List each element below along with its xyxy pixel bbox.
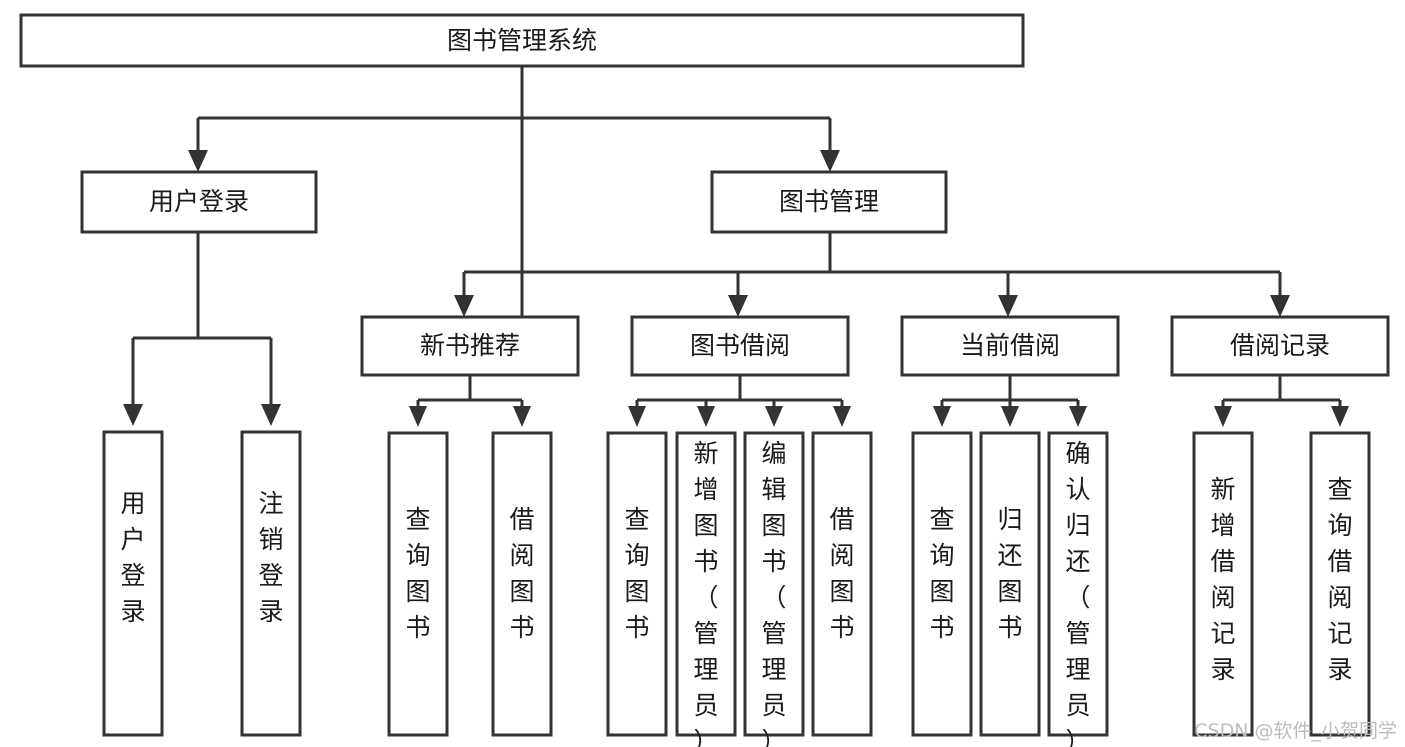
leaf-book-borrow-1[interactable]: 查询图书 xyxy=(606,431,668,737)
csdn-watermark: CSDN @软件_小贺同学 xyxy=(1194,720,1397,742)
arrow-icon-ul-leaf1 xyxy=(123,404,143,426)
leaf-new-book-2[interactable]: 借阅图书 xyxy=(491,431,553,737)
leaf-current-borrow-1-box[interactable] xyxy=(911,431,973,737)
arrow-icon-c3-leaf1 xyxy=(933,406,951,427)
node-book-management[interactable]: 图书管理 xyxy=(710,170,948,234)
leaf-book-borrow-2-box[interactable] xyxy=(675,431,737,737)
node-root[interactable]: 图书管理系统 xyxy=(19,13,1025,68)
leaf-new-book-1-label: 查询图书 xyxy=(405,505,430,642)
node-book-borrow[interactable]: 图书借阅 xyxy=(630,315,850,377)
leaf-book-borrow-4-label: 借阅图书 xyxy=(829,505,854,642)
leaf-new-book-1[interactable]: 查询图书 xyxy=(387,431,449,737)
node-current-borrow-box[interactable] xyxy=(900,315,1120,377)
node-new-book-recommend-label: 新书推荐 xyxy=(420,331,520,360)
leaf-book-borrow-2[interactable]: 新增图书（管理员） xyxy=(675,431,737,747)
arrow-icon-c2-leaf2 xyxy=(697,406,715,427)
arrow-icon-c1-leaf1 xyxy=(409,406,427,427)
arrow-icon-c2-leaf1 xyxy=(628,406,646,427)
arrow-icon-c3-leaf3 xyxy=(1069,406,1087,427)
leaf-current-borrow-3[interactable]: 确认归还（管理员） xyxy=(1047,431,1109,747)
leaf-user-login-1-label: 用户登录 xyxy=(120,489,145,626)
leaf-current-borrow-2-label: 归还图书 xyxy=(997,505,1022,642)
leaf-new-book-1-box[interactable] xyxy=(387,431,449,737)
leaf-borrow-record-1-label: 新增借阅记录 xyxy=(1210,475,1235,684)
node-user-login-label: 用户登录 xyxy=(149,187,249,216)
arrow-icon-c2 xyxy=(728,295,748,317)
node-book-borrow-box[interactable] xyxy=(630,315,850,377)
leaf-book-borrow-3-box[interactable] xyxy=(743,431,805,737)
node-borrow-record-box[interactable] xyxy=(1170,315,1390,377)
leaf-current-borrow-1[interactable]: 查询图书 xyxy=(911,431,973,737)
leaf-book-borrow-3-label: 编辑图书（管理员） xyxy=(761,439,786,747)
node-book-borrow-label: 图书借阅 xyxy=(690,331,790,360)
arrow-icon-ul-leaf2 xyxy=(261,404,281,426)
arrow-icon-c2-leaf4 xyxy=(833,406,851,427)
leaf-book-borrow-4-box[interactable] xyxy=(811,431,873,737)
leaf-user-login-2[interactable]: 注销登录 xyxy=(240,430,302,737)
arrow-icon-c1 xyxy=(454,295,474,317)
arrow-icon-c1-leaf2 xyxy=(513,406,531,427)
leaf-new-book-2-label: 借阅图书 xyxy=(509,505,534,642)
arrow-icon-c3-leaf2 xyxy=(1001,406,1019,427)
leaf-new-book-2-box[interactable] xyxy=(491,431,553,737)
arrow-icon-c4-leaf1 xyxy=(1214,406,1232,427)
leaf-borrow-record-2[interactable]: 查询借阅记录 xyxy=(1309,431,1371,737)
leaf-current-borrow-2-box[interactable] xyxy=(979,431,1041,737)
leaf-user-login-1[interactable]: 用户登录 xyxy=(102,430,164,737)
leaf-borrow-record-1-box[interactable] xyxy=(1192,431,1254,737)
node-new-book-recommend-box[interactable] xyxy=(360,315,580,377)
leaf-current-borrow-1-label: 查询图书 xyxy=(929,505,954,642)
leaf-book-borrow-1-label: 查询图书 xyxy=(624,505,649,642)
node-new-book-recommend[interactable]: 新书推荐 xyxy=(360,315,580,377)
arrow-icon-c4-leaf2 xyxy=(1331,406,1349,427)
node-book-management-label: 图书管理 xyxy=(779,187,879,216)
leaf-book-borrow-2-label: 新增图书（管理员） xyxy=(693,439,718,747)
leaf-user-login-1-box[interactable] xyxy=(102,430,164,737)
arrow-icon-bookmgmt xyxy=(820,150,840,172)
arrow-icon-userlogin xyxy=(188,150,208,172)
arrow-icon-c3 xyxy=(998,295,1018,317)
leaf-book-borrow-4[interactable]: 借阅图书 xyxy=(811,431,873,737)
leaf-borrow-record-1[interactable]: 新增借阅记录 xyxy=(1192,431,1254,737)
arrowheads xyxy=(123,150,1349,427)
node-borrow-record[interactable]: 借阅记录 xyxy=(1170,315,1390,377)
leaf-borrow-record-2-box[interactable] xyxy=(1309,431,1371,737)
leaf-book-borrow-1-box[interactable] xyxy=(606,431,668,737)
leaf-user-login-2-label: 注销登录 xyxy=(258,489,283,626)
node-current-borrow[interactable]: 当前借阅 xyxy=(900,315,1120,377)
leaf-borrow-record-2-label: 查询借阅记录 xyxy=(1327,475,1352,684)
node-user-login-box[interactable] xyxy=(80,170,318,234)
leaf-current-borrow-3-label: 确认归还（管理员） xyxy=(1065,439,1090,747)
node-borrow-record-label: 借阅记录 xyxy=(1230,331,1330,360)
leaf-current-borrow-2[interactable]: 归还图书 xyxy=(979,431,1041,737)
node-user-login[interactable]: 用户登录 xyxy=(80,170,318,234)
node-book-management-box[interactable] xyxy=(710,170,948,234)
leaf-book-borrow-3[interactable]: 编辑图书（管理员） xyxy=(743,431,805,747)
node-root-box[interactable] xyxy=(19,13,1025,68)
leaf-current-borrow-3-box[interactable] xyxy=(1047,431,1109,737)
arrow-icon-c2-leaf3 xyxy=(765,406,783,427)
leaf-user-login-2-box[interactable] xyxy=(240,430,302,737)
arrow-icon-c4 xyxy=(1270,295,1290,317)
node-current-borrow-label: 当前借阅 xyxy=(960,331,1060,360)
node-root-label: 图书管理系统 xyxy=(447,26,597,55)
